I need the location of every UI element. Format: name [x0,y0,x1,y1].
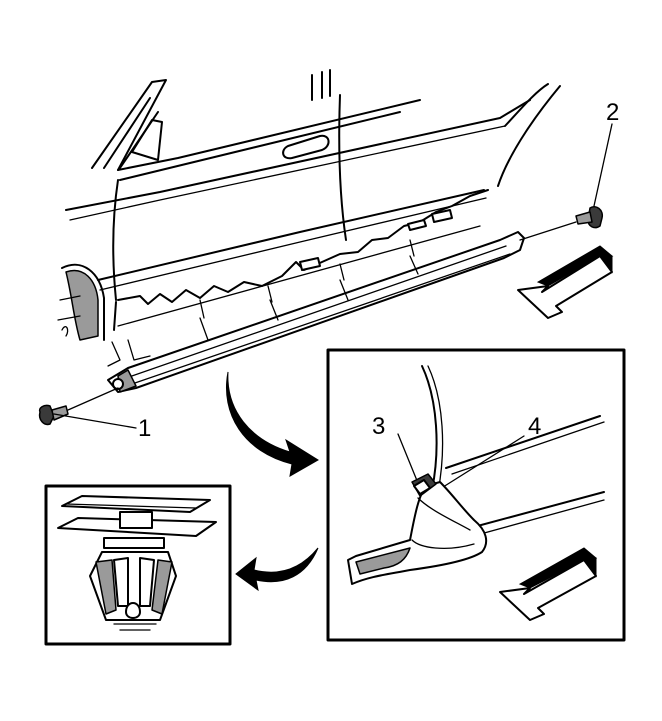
vehicle-body [57,69,561,341]
callout-3: 3 [372,413,385,440]
direction-arrow-icon [517,245,614,319]
view-arrow-icon [235,547,319,592]
callout-2: 2 [606,99,619,126]
fastener-rear [519,206,604,241]
clip-detail-panel [326,348,626,642]
view-arrow-icon [226,371,319,477]
callout-4: 4 [528,413,541,440]
callout-1: 1 [138,415,151,442]
retainer-detail-panel [44,484,232,646]
rocker-molding [107,231,525,393]
fastener-front [38,387,119,426]
